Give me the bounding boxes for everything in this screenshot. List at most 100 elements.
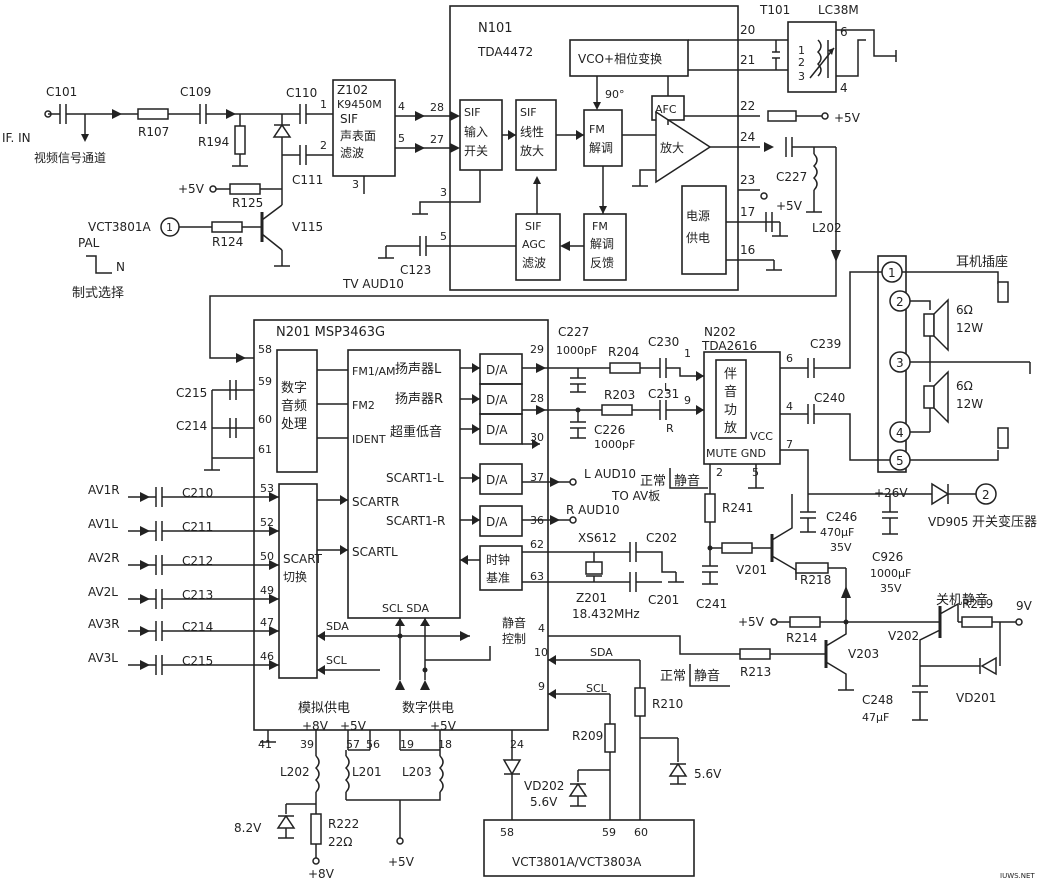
v115-label: V115 [292,220,323,234]
mute-state-2: 静音 [694,668,720,684]
c101-label: C101 [46,85,77,99]
c926-v: 35V [880,582,902,595]
n201-pin53: 53 [260,482,274,495]
jack-1: 1 [888,266,896,280]
c202-label: C202 [646,531,677,545]
vct-id: VCT3801A/VCT3803A [512,855,642,869]
ident-label: IDENT [352,433,386,446]
vct-pin58: 58 [500,826,514,839]
plus5v-mute: +5V [738,615,765,629]
normal-1: 正常 [640,474,666,489]
spk2-ohm: 6Ω [956,379,973,393]
n201-pin4: 4 [538,622,545,635]
c246-v: 35V [830,541,852,554]
n201-pin56: 56 [366,738,380,751]
afc-block: AFC [655,103,677,116]
vct-pin60: 60 [634,826,648,839]
n202-p9-label: 9 [684,394,691,407]
n201-pin61: 61 [258,443,272,456]
r222-label: R222 [328,817,359,831]
v9-label: 9V [1016,599,1033,613]
n202-amp-4: 放 [724,421,737,436]
n202-mute-gnd: MUTE GND [706,447,766,460]
n101-pin21: 21 [740,53,755,67]
r194-label: R194 [198,135,229,149]
supply-plus8v: +8V [308,867,335,881]
agc-1: SIF [525,220,542,233]
dsp-3: 处理 [281,417,307,432]
n202-pin2: 2 [716,466,723,479]
n202-id: N202 [704,325,736,339]
n101-pin23: 23 [740,173,755,187]
bass-label: 超重低音 [390,424,442,440]
c240-label: C240 [814,391,845,405]
plus5v-label: +5V [178,182,205,196]
av-input-label: AV1R [88,483,120,497]
da-2: D/A [486,393,508,407]
n201-msp3463g: N201 MSP3463G 数字 音频 处理 58 59 60 61 FM1/A… [253,319,549,751]
t101-pin4: 4 [840,81,848,95]
sda-out: SDA [590,646,613,659]
c226-label: C226 [594,423,625,437]
c201-label: C201 [648,593,679,607]
r241-label: R241 [722,501,753,515]
headphone-jack: 耳机插座 [956,255,1008,270]
t101-part: LC38M [818,3,859,17]
fmfb-3: 反馈 [590,256,614,270]
speaker-section: 1 2 3 4 5 耳机插座 6Ω 12W 6Ω 12W [877,255,1031,473]
plus26-label: +26V [874,486,908,500]
r-label: R [666,422,674,435]
z201-label: Z201 [576,591,607,605]
n201-pin59: 59 [258,375,272,388]
if-in-label: IF. IN [2,131,31,145]
z102-saw-filter: Z102 K9450M SIF 声表面 滤波 3 4 5 [332,79,450,194]
analog-supply: 模拟供电 [298,701,350,716]
r218-label: R218 [800,573,831,587]
c248-label: C248 [862,693,893,707]
n201-pin19: 19 [400,738,414,751]
n101-pin3: 3 [440,186,447,199]
xtal-label: 18.432MHz [572,607,640,621]
n201-pin49: 49 [260,584,274,597]
zener-82: 8.2V [234,821,262,835]
spk1-ohm: 6Ω [956,303,973,317]
scart1l-label: SCART1-L [386,471,444,485]
v201-label: V201 [736,563,767,577]
z102-part: K9450M [337,98,382,111]
scart1r-label: SCART1-R [386,514,445,528]
da-1: D/A [486,363,508,377]
n101-id: N101 [478,21,513,36]
pwr-2: 供电 [686,231,710,245]
c109-label: C109 [180,85,211,99]
r125-label: R125 [232,196,263,210]
av-input-row: AV3R C214 47 [88,616,279,641]
agc-3: 滤波 [522,256,546,270]
n201-pin18: 18 [438,738,452,751]
deg90-label: 90° [605,88,625,101]
r213-label: R213 [740,665,771,679]
n201-pin47: 47 [260,616,274,629]
vct-pin1: 1 [166,221,173,234]
av-input-label: AV3R [88,617,120,631]
da-3: D/A [486,423,508,437]
scart-sw-1: SCART [283,552,323,566]
mute-state-1: 静音 [674,473,700,489]
pwr-1: 电源 [686,209,710,223]
t101-transformer: T101 LC38M 1 2 3 6 4 +5V C227 L202 [209,3,897,363]
jack-4: 4 [896,426,904,440]
av-cap-label: C212 [182,554,213,568]
t101-plus5v-b: +5V [776,199,803,213]
n201-pin62: 62 [530,538,544,551]
clock-1: 时钟 [486,552,510,567]
z102-line1: 声表面 [340,129,376,143]
c111-label: C111 [292,173,323,187]
da-4: D/A [486,473,508,487]
sif-in-2: 输入 [464,124,488,139]
vd202-val: 5.6V [530,795,558,809]
av-cap-label: C211 [182,520,213,534]
n201-pin58: 58 [258,343,272,356]
t101-plus5v-a: +5V [834,111,861,125]
n202-amp-1: 伴 [724,367,737,382]
t101-l202: L202 [812,221,842,235]
n201-pin37: 37 [530,471,544,484]
